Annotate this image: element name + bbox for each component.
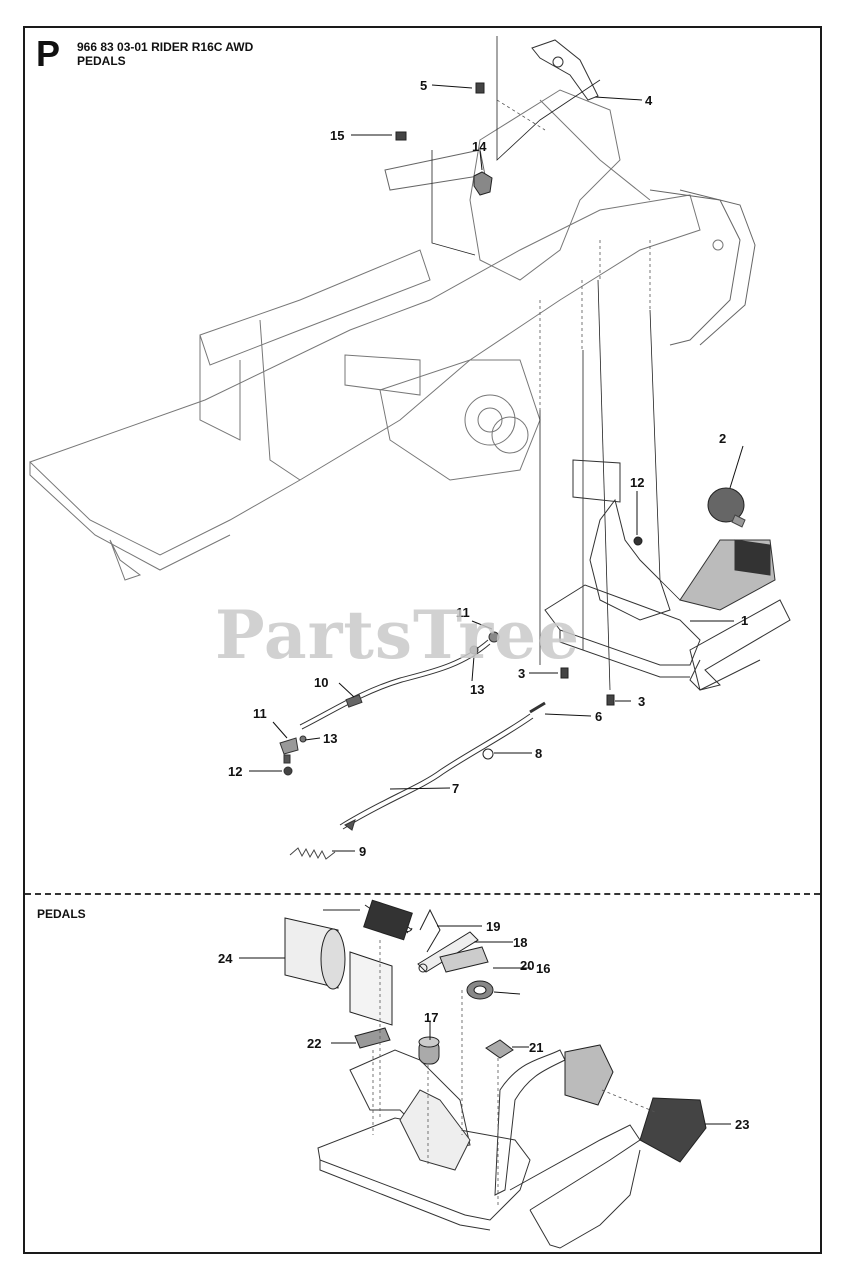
callout-22: 22 (307, 1036, 321, 1051)
bushing-17 (418, 1036, 440, 1065)
callout-18: 18 (513, 935, 527, 950)
diagram-border (23, 26, 822, 1254)
lever-part-4 (531, 39, 599, 101)
rod-ends-11 (279, 735, 307, 776)
callout-3a: 3 (518, 666, 525, 681)
pedal-pad-23 (564, 1044, 707, 1163)
callout-7: 7 (452, 781, 459, 796)
subsection-title: PEDALS (37, 907, 86, 921)
diagram-title: 966 83 03-01 RIDER R16C AWD PEDALS (77, 40, 253, 68)
callout-6: 6 (595, 709, 602, 724)
callout-1: 1 (741, 613, 748, 628)
clip-8 (482, 748, 494, 760)
callout-11b: 11 (253, 706, 267, 721)
callout-17: 17 (424, 1010, 438, 1025)
pedal-knob-2 (707, 487, 746, 528)
plate-22 (354, 1027, 391, 1049)
chassis-frame-drawing (29, 89, 756, 581)
spring-19 (323, 899, 441, 953)
callout-11a: 11 (456, 605, 470, 620)
pedal-pad-24 (284, 917, 393, 1026)
callout-15: 15 (330, 128, 344, 143)
spring-9 (289, 847, 336, 860)
callout-20: 20 (520, 958, 534, 973)
callout-12a: 12 (630, 475, 644, 490)
cable-7 (339, 701, 546, 831)
section-divider (25, 893, 820, 895)
callout-labels: 1 2 3 3 4 5 6 7 8 9 10 11 11 12 12 13 13… (218, 78, 749, 1132)
callout-10: 10 (314, 675, 328, 690)
callout-8: 8 (535, 746, 542, 761)
title-section: PEDALS (77, 54, 126, 68)
callout-23: 23 (735, 1117, 749, 1132)
callout-5: 5 (420, 78, 427, 93)
callout-13b: 13 (323, 731, 337, 746)
callout-13a: 13 (470, 682, 484, 697)
clip-21 (485, 1039, 514, 1059)
callout-4: 4 (645, 93, 653, 108)
title-model: 966 83 03-01 RIDER R16C AWD (77, 40, 254, 54)
callout-3b: 3 (638, 694, 645, 709)
lower-pedal-assembly (317, 1049, 641, 1249)
pedal-assembly-1 (544, 459, 791, 691)
callout-16: 16 (536, 961, 550, 976)
partstree-watermark: PartsTree (215, 596, 581, 674)
bracket-18-20 (417, 931, 489, 973)
bushing-16 (466, 980, 494, 1000)
callout-14: 14 (472, 139, 487, 154)
callout-24: 24 (218, 951, 233, 966)
callout-19: 19 (486, 919, 500, 934)
callout-2: 2 (719, 431, 726, 446)
callout-12b: 12 (228, 764, 242, 779)
cable-10 (299, 631, 500, 730)
section-letter: P (36, 33, 61, 74)
callout-21: 21 (529, 1040, 543, 1055)
callout-9: 9 (359, 844, 366, 859)
